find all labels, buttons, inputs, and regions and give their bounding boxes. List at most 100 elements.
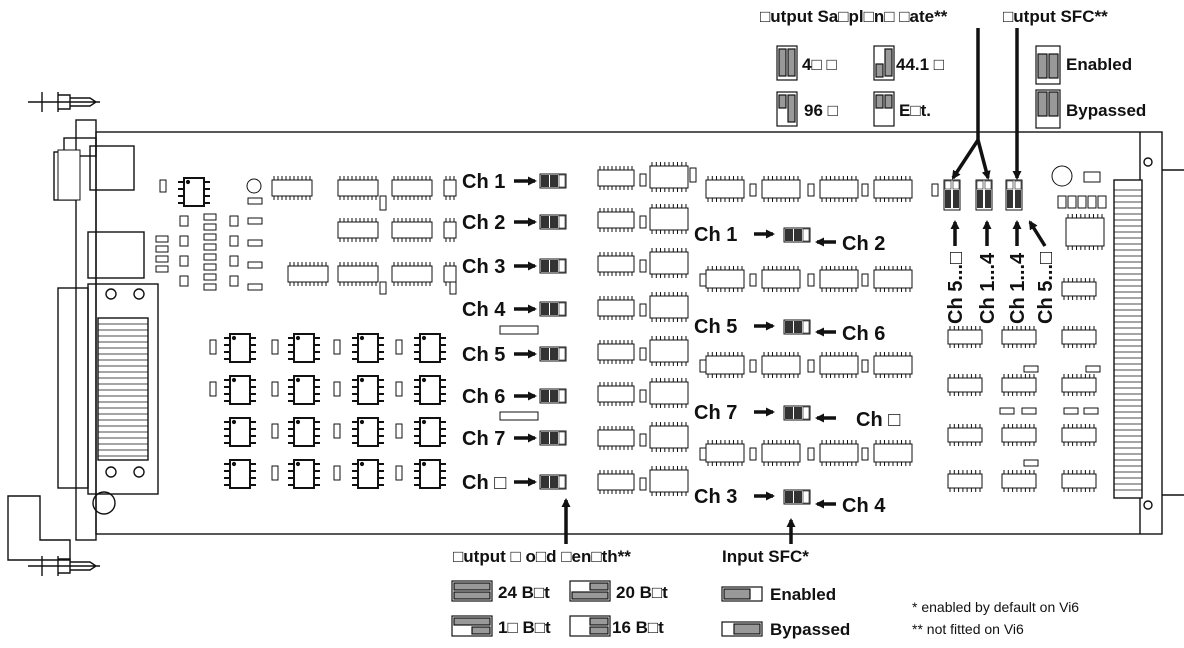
pin1-dot [231, 377, 237, 383]
ic-body [1001, 329, 1037, 345]
ic-chip [649, 248, 689, 278]
passive-part [639, 259, 647, 273]
ic-pins [949, 470, 981, 492]
pin1-dot [231, 335, 237, 341]
small-ic [414, 459, 446, 489]
passive-part [379, 281, 387, 295]
channel-label: Ch 2 [462, 212, 505, 234]
ic-pins [352, 463, 384, 486]
channel-label: Ch 4 [462, 299, 506, 321]
ic-pins [224, 463, 256, 486]
pin1-dot [359, 419, 365, 425]
ic-chip [705, 266, 745, 292]
pin1-dot [359, 335, 365, 341]
passive-part [155, 265, 169, 273]
jumper-block [539, 388, 567, 404]
passive-part [203, 233, 217, 241]
jumper-block [539, 474, 567, 490]
connector-pins [98, 323, 148, 457]
jumper-block [539, 346, 567, 362]
jumper-cap [550, 348, 558, 360]
ic-chip [873, 266, 913, 292]
ic-chip [947, 424, 983, 446]
ic-chip [873, 176, 913, 202]
ic-chip [649, 292, 689, 322]
ic-body [229, 459, 251, 489]
sampling-rate-option: 44.1 □ [896, 55, 944, 74]
ic-pins [707, 176, 743, 202]
ic-body [761, 269, 801, 289]
ic-body [293, 375, 315, 405]
jumper-block [539, 301, 567, 317]
passive-part [179, 215, 189, 227]
channel-label: Ch 1 [694, 224, 737, 246]
passive-part [179, 275, 189, 287]
jumper-cap [541, 390, 549, 402]
ic-chip [947, 470, 983, 492]
bracket-tab [57, 149, 81, 201]
ic-body [357, 333, 379, 363]
ic-pins [821, 440, 857, 466]
ic-chip [705, 176, 745, 202]
channel-label: Ch 1...4 [977, 252, 999, 324]
input-sfc-legend: Input SFC* Enabled Bypassed [721, 547, 850, 639]
ic-pins [599, 296, 633, 320]
ic-body [947, 329, 983, 345]
ic-body [597, 169, 635, 187]
ic-body [419, 459, 441, 489]
passive-part [1057, 195, 1067, 209]
ic-pins [414, 379, 446, 402]
jumper-pin [802, 320, 810, 334]
ic-body [873, 443, 913, 463]
pin1-dot [421, 335, 427, 341]
small-ic [178, 177, 210, 207]
passive-part [203, 213, 217, 221]
switch-icon [451, 615, 493, 637]
passive-part [179, 235, 189, 247]
passive-part [999, 407, 1015, 415]
ic-body [649, 207, 689, 231]
ic-chip [597, 426, 635, 450]
jumper-cap [541, 216, 549, 228]
channel-label: Ch 5...□ [1035, 252, 1057, 324]
ic-pins [393, 262, 431, 286]
small-ic [224, 375, 256, 405]
ic-pins [393, 218, 431, 242]
ic-chip [1061, 326, 1097, 348]
channel-label: Ch 2 [842, 233, 885, 255]
ic-body [947, 473, 983, 489]
jumper-cap [794, 229, 802, 241]
passive-part [1083, 407, 1099, 415]
ic-pins [352, 421, 384, 444]
ic-chip [761, 352, 801, 378]
ic-pins [651, 292, 687, 322]
ic-chip [597, 382, 635, 406]
passive-part [395, 423, 403, 439]
ic-pins [763, 266, 799, 292]
ic-body [819, 443, 859, 463]
ic-chip [287, 262, 329, 286]
ic-body [649, 425, 689, 449]
jumper-pin [952, 180, 960, 190]
ic-body [183, 177, 205, 207]
ic-pins [339, 262, 377, 286]
passive-part [247, 261, 263, 269]
ic-pins [821, 266, 857, 292]
pin1-dot [359, 377, 365, 383]
passive-part [179, 255, 189, 267]
switch-icon [569, 615, 611, 637]
channel-label: Ch 7 [462, 428, 505, 450]
ic-chip [391, 218, 433, 242]
ic-chip [1061, 424, 1097, 446]
ic-pins [1063, 374, 1095, 396]
passive-part [1023, 459, 1039, 467]
passive-part [1087, 195, 1097, 209]
passive-part [395, 339, 403, 355]
ic-pins [599, 208, 633, 232]
ic-body [873, 179, 913, 199]
jumper-pin [558, 389, 566, 403]
ic-chip [1001, 424, 1037, 446]
ic-body [337, 179, 379, 197]
arrows [514, 28, 1047, 544]
channel-label: Ch 6 [842, 323, 885, 345]
